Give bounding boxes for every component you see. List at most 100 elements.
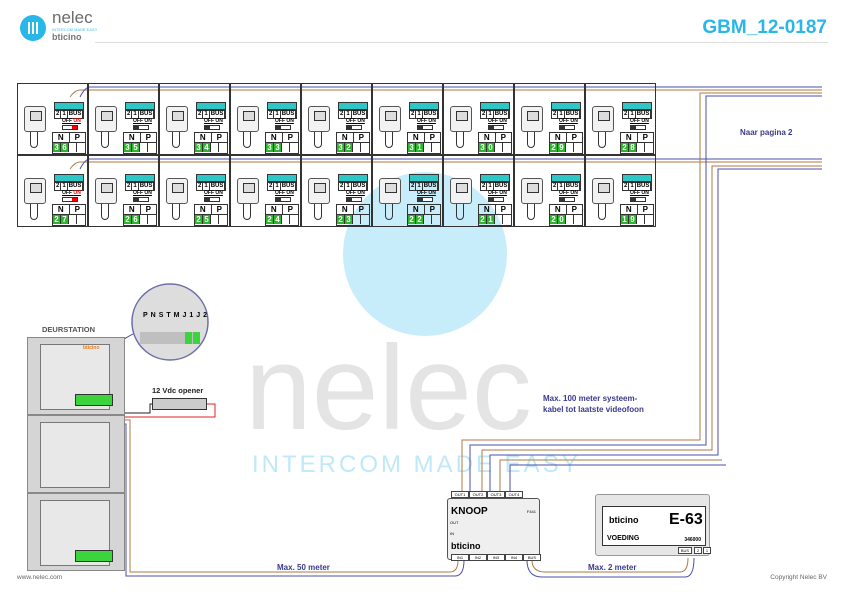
col-n: N xyxy=(195,133,212,142)
videophone-icon xyxy=(521,178,543,204)
termination-switch[interactable] xyxy=(630,125,646,130)
switch-on-label: ON xyxy=(641,190,649,196)
termination-switch[interactable] xyxy=(204,125,220,130)
switch-off-label: OFF xyxy=(275,118,285,124)
address-digit: 1 xyxy=(416,143,424,152)
riser-wire-4 xyxy=(489,168,822,498)
termination-switch[interactable] xyxy=(417,197,433,202)
address-digit: 2 xyxy=(550,215,558,224)
handset-cord-icon xyxy=(101,132,109,148)
col-p: P xyxy=(500,133,506,142)
switch-on-label: ON xyxy=(144,190,152,196)
switch-on-label: ON xyxy=(428,118,436,124)
termination-switch[interactable] xyxy=(133,125,149,130)
terminal-label: 1 xyxy=(275,111,281,118)
terminal-label: 2 xyxy=(198,111,204,118)
terminal-label: 2 xyxy=(482,111,488,118)
max-50-label: Max. 50 meter xyxy=(277,563,330,572)
max-2-label: Max. 2 meter xyxy=(588,563,637,572)
termination-switch[interactable] xyxy=(630,197,646,202)
termination-switch[interactable] xyxy=(417,125,433,130)
termination-switch[interactable] xyxy=(62,125,78,130)
bus-terminal xyxy=(480,174,510,182)
videophone-icon xyxy=(24,178,46,204)
terminal-label: 1 xyxy=(630,111,636,118)
address-digit: 2 xyxy=(345,143,353,152)
switch-off-label: OFF xyxy=(630,118,640,124)
col-p: P xyxy=(358,205,364,214)
col-n: N xyxy=(195,205,212,214)
switch-label: OFF ON xyxy=(62,119,81,124)
footer-website[interactable]: www.nelec.com xyxy=(17,574,63,581)
bus-wire-row2-blue xyxy=(79,158,822,170)
termination-switch[interactable] xyxy=(204,197,220,202)
termination-switch[interactable] xyxy=(559,197,575,202)
termination-switch[interactable] xyxy=(62,197,78,202)
terminal-label: 1 xyxy=(559,183,565,190)
col-n: N xyxy=(621,133,638,142)
handset-cord-icon xyxy=(527,204,535,220)
switch-on-label: ON xyxy=(357,190,365,196)
termination-switch[interactable] xyxy=(559,125,575,130)
power-terminal-2: 2 xyxy=(694,547,702,554)
termination-switch[interactable] xyxy=(346,125,362,130)
max-100-label-line1: Max. 100 meter systeem- xyxy=(543,394,638,403)
bus-terminal xyxy=(196,174,226,182)
knoop-in-row: IN xyxy=(450,531,454,536)
switch-label: OFF ON xyxy=(275,191,294,196)
document-id: GBM_12-0187 xyxy=(702,17,827,38)
knoop-to-voeding-brown xyxy=(531,557,689,573)
address-digit: 2 xyxy=(408,215,416,224)
termination-switch[interactable] xyxy=(346,197,362,202)
module-brand: bticino xyxy=(83,345,100,351)
switch-label: OFF ON xyxy=(275,119,294,124)
videophone-icon xyxy=(166,178,188,204)
terminal-block xyxy=(75,394,113,406)
bus-terminal xyxy=(338,102,368,110)
terminal-label: 2 xyxy=(340,183,346,190)
termination-switch[interactable] xyxy=(488,125,504,130)
terminal-label: 1 xyxy=(133,111,139,118)
termination-switch[interactable] xyxy=(275,197,291,202)
handset-cord-icon xyxy=(243,204,251,220)
riser-wire-3 xyxy=(481,165,822,498)
termination-switch[interactable] xyxy=(133,197,149,202)
switch-label: OFF ON xyxy=(133,119,152,124)
videophone-icon xyxy=(450,178,472,204)
col-n: N xyxy=(124,133,141,142)
address-digit: 5 xyxy=(132,143,140,152)
switch-label: OFF ON xyxy=(488,119,507,124)
termination-switch[interactable] xyxy=(275,125,291,130)
terminal-label: 1 xyxy=(275,183,281,190)
switch-label: OFF ON xyxy=(417,191,436,196)
switch-on-label: ON xyxy=(499,118,507,124)
videophone-icon xyxy=(308,178,330,204)
terminal-label: 2 xyxy=(482,183,488,190)
terminal-label: 1 xyxy=(204,111,210,118)
termination-switch[interactable] xyxy=(488,197,504,202)
col-n: N xyxy=(266,133,283,142)
terminal-label: BUS xyxy=(636,183,652,190)
terminal-detail-labels: PNSTMJ1J2 xyxy=(143,312,211,319)
riser-wire-6 xyxy=(509,464,726,498)
address-digit: 1 xyxy=(487,215,495,224)
switch-label: OFF ON xyxy=(346,191,365,196)
switch-off-label: OFF xyxy=(417,118,427,124)
bus-terminal xyxy=(338,174,368,182)
knoop-brand: bticino xyxy=(451,541,481,551)
address-digit: 3 xyxy=(345,215,353,224)
